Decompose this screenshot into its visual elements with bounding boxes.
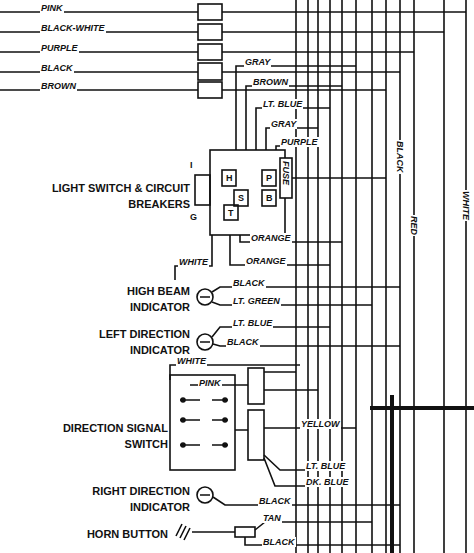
terminal-letter: H xyxy=(226,173,233,183)
component-label: DIRECTION SIGNAL SWITCH xyxy=(38,420,168,452)
component-name: HORN BUTTON xyxy=(87,528,168,540)
terminal-letter: P xyxy=(266,173,272,183)
wire-color-label: BLACK xyxy=(232,278,266,288)
wire-color-label: DK. BLUE xyxy=(305,477,350,487)
wire-color-label: GRAY xyxy=(244,57,271,67)
light-switch-symbol xyxy=(175,66,386,280)
wire-color-label: PURPLE xyxy=(280,137,319,147)
wire-color-label: BLACK xyxy=(262,537,296,547)
wire-color-label: BLACK xyxy=(40,63,74,73)
indicator-lamps xyxy=(197,287,400,505)
top-wires xyxy=(0,4,466,98)
terminal-letter: S xyxy=(238,193,244,203)
component-label: RIGHT DIRECTION INDICATOR xyxy=(72,483,190,515)
wire-color-label: PINK xyxy=(198,378,222,388)
wire-color-label: LT. GREEN xyxy=(232,296,281,306)
terminal-letter: G xyxy=(190,212,197,222)
component-label: HORN BUTTON xyxy=(58,526,168,542)
wire-color-label: TAN xyxy=(262,513,282,523)
component-label: HIGH BEAM INDICATOR xyxy=(90,283,190,315)
wire-color-label: LT. BLUE xyxy=(262,99,303,109)
wire-color-label: ORANGE xyxy=(250,233,292,243)
component-name: LEFT DIRECTION INDICATOR xyxy=(99,328,190,356)
wire-color-label: WHITE xyxy=(176,356,207,366)
component-name: HIGH BEAM INDICATOR xyxy=(127,285,190,313)
terminal-letter: B xyxy=(266,193,273,203)
component-name: LIGHT SWITCH & CIRCUIT BREAKERS xyxy=(52,182,190,210)
wire-color-label: LT. BLUE xyxy=(305,461,346,471)
wire-color-label: PINK xyxy=(40,3,64,13)
wire-color-label: BLACK xyxy=(395,140,405,174)
wire-color-label: ORANGE xyxy=(245,256,287,266)
harness-lines xyxy=(296,0,466,553)
component-label: LIGHT SWITCH & CIRCUIT BREAKERS xyxy=(50,180,190,212)
main-ground-bus xyxy=(370,395,474,553)
wire-color-label: WHITE xyxy=(461,190,471,221)
wire-color-label: WHITE xyxy=(178,257,209,267)
wire-color-label: BLACK xyxy=(226,337,260,347)
wire-color-label: RED xyxy=(409,215,419,236)
terminal-letter: I xyxy=(190,160,193,170)
wire-color-label: YELLOW xyxy=(300,419,341,429)
wire-color-label: BLACK xyxy=(258,496,292,506)
wire-color-label: LT. BLUE xyxy=(232,318,273,328)
wire-color-label: PURPLE xyxy=(40,43,79,53)
wire-color-label: BLACK-WHITE xyxy=(40,23,106,33)
wire-color-label: BROWN xyxy=(40,81,77,91)
wire-color-label: GRAY xyxy=(270,119,297,129)
component-name: DIRECTION SIGNAL SWITCH xyxy=(63,422,168,450)
terminal-letter: T xyxy=(228,208,234,218)
component-name: RIGHT DIRECTION INDICATOR xyxy=(92,485,190,513)
wire-color-label: FUSE xyxy=(281,160,291,186)
wire-color-label: BROWN xyxy=(252,77,289,87)
component-label: LEFT DIRECTION INDICATOR xyxy=(75,326,190,358)
direction-switch-symbol xyxy=(170,365,356,486)
